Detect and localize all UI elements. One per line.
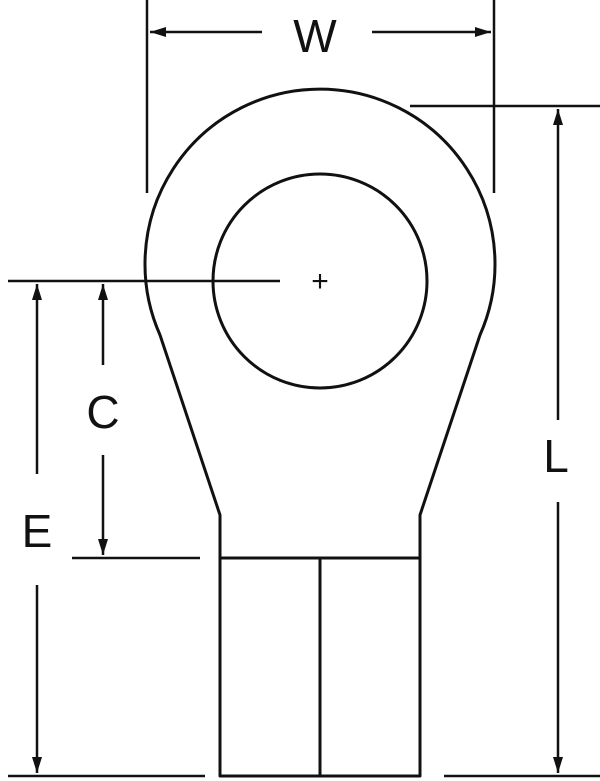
- width-label: W: [293, 10, 337, 62]
- length-dimension: L: [543, 109, 569, 773]
- c-label: C: [86, 386, 119, 438]
- extension-lines: [8, 0, 600, 778]
- length-label: L: [543, 430, 569, 482]
- e-label: E: [22, 505, 53, 557]
- ring-tongue-outline: [143, 87, 497, 558]
- c-dimension: C: [86, 284, 120, 555]
- width-dimension: W: [150, 10, 491, 62]
- terminal-outline: +: [143, 87, 497, 778]
- center-mark: +: [311, 265, 329, 298]
- e-dimension: E: [22, 284, 53, 773]
